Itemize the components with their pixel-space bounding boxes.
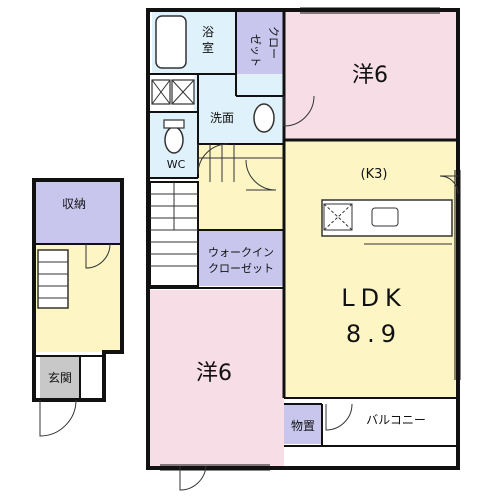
windows xyxy=(160,7,461,471)
western-room-bottom-label: 洋6 xyxy=(196,361,232,386)
storage-room-label: 物置 xyxy=(291,419,315,433)
entrance-area xyxy=(40,356,80,398)
storage-label: 収納 xyxy=(62,197,86,211)
storage-area xyxy=(36,182,122,244)
toilet-tank xyxy=(163,119,185,129)
ldk-size-label: 8.9 xyxy=(346,320,402,348)
storage-room-area xyxy=(284,404,322,444)
doors xyxy=(179,95,459,491)
kitchen-sink xyxy=(371,207,399,227)
walk-in-closet-area xyxy=(198,230,284,286)
closet-label: ゼット xyxy=(249,34,262,67)
ldk-area xyxy=(284,140,458,398)
bathtub xyxy=(155,15,187,69)
walk-in-closet-label-2: クローゼット xyxy=(208,262,274,275)
wash-basin xyxy=(253,103,275,133)
closet-label-2: クロー xyxy=(267,26,280,59)
western-room-bottom-area xyxy=(150,290,284,466)
bath-label: 浴 xyxy=(202,25,214,39)
walk-in-closet-label: ウォークイン xyxy=(208,246,274,259)
western-room-top-label: 洋6 xyxy=(352,63,388,88)
entrance-label: 玄関 xyxy=(48,370,72,385)
annex-walls xyxy=(32,178,124,402)
western-room-top-area xyxy=(284,10,458,140)
ldk-name-label: LDK xyxy=(341,284,407,312)
hall-area xyxy=(198,144,284,230)
toilet xyxy=(164,126,184,154)
annex-staircase xyxy=(37,243,111,437)
walls xyxy=(146,8,460,470)
bath-label-2: 室 xyxy=(202,40,214,55)
wc-label: WC xyxy=(167,158,186,171)
washroom-label: 洗面 xyxy=(210,111,234,125)
staircase xyxy=(149,144,284,287)
balcony-label: バルコニー xyxy=(366,413,426,427)
kitchen-label: (K3) xyxy=(361,167,388,182)
